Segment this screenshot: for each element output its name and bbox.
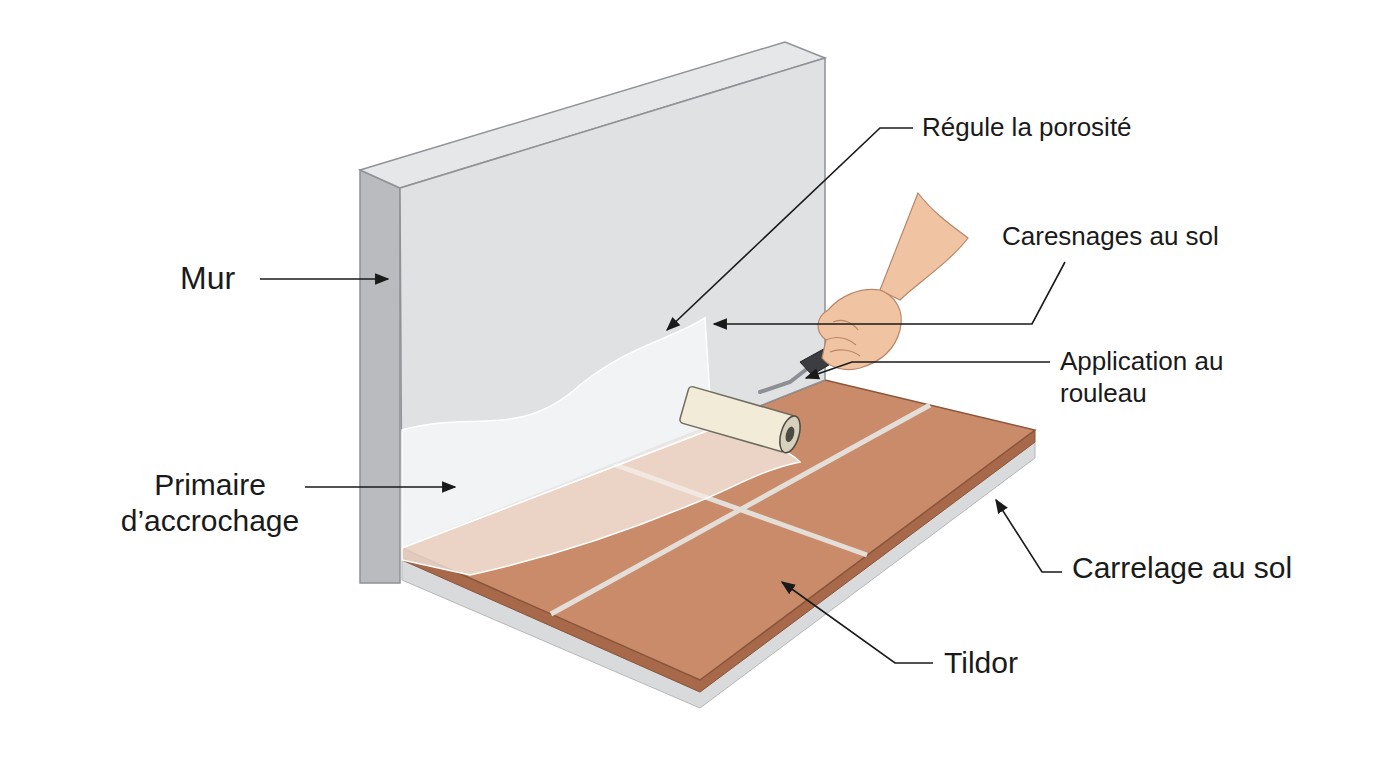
part-label: Application au rouleau <box>1060 346 1225 408</box>
roller-core <box>784 426 796 444</box>
wall-side <box>360 170 400 583</box>
part-label: Régule la porosité <box>922 112 1132 143</box>
roller-end <box>776 414 804 455</box>
leader-line <box>714 262 1065 324</box>
leader-line <box>782 582 933 663</box>
leader-line <box>260 278 388 280</box>
leader-line <box>806 362 1050 378</box>
roller-sleeve <box>679 386 795 453</box>
leader-line <box>305 486 455 488</box>
part-label: Mur <box>180 259 235 297</box>
primer-floor <box>402 429 800 575</box>
arm <box>880 193 968 300</box>
fingers <box>826 320 860 356</box>
palm <box>818 289 901 369</box>
hand <box>818 193 968 370</box>
part-label: Carrelage au sol <box>1072 550 1292 586</box>
part-label: Caresnages au sol <box>1002 221 1219 252</box>
part-label: Primaire d’accrochage <box>110 467 310 539</box>
leader-line <box>996 500 1062 572</box>
part-label: Tildor <box>944 645 1018 681</box>
roller-rod <box>760 365 812 392</box>
leader-line <box>667 128 913 330</box>
